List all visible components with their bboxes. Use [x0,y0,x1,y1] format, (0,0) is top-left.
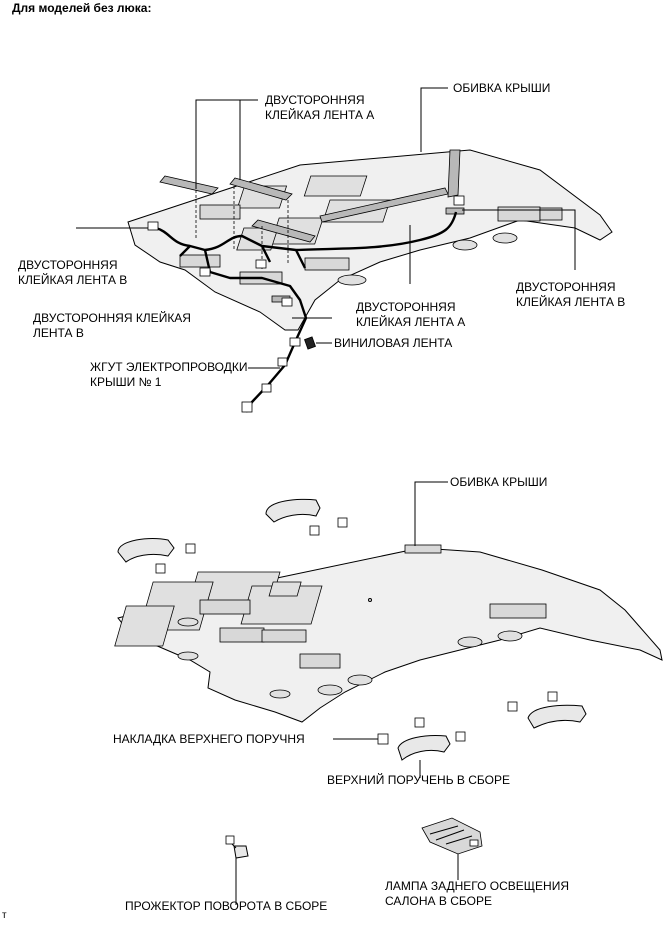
assist-grip-front-right [265,498,321,523]
label-line: ДВУСТОРОННЯЯ [265,93,365,107]
assist-grip-assembly [397,735,451,761]
label-line: ЖГУТ ЭЛЕКТРОПРОВОДКИ [90,360,248,374]
label-tape-a-mid: ДВУСТОРОННЯЯ КЛЕЙКАЯ ЛЕНТА А [356,300,465,330]
corner-mark: т [2,910,7,921]
headliner-foam-strip [447,149,461,198]
page-heading: Для моделей без люка: [12,1,152,15]
roof-wire-harness [155,211,458,413]
label-grip-assembly: ВЕРХНИЙ ПОРУЧЕНЬ В СБОРЕ [327,773,511,787]
label-tape-b-lower: ДВУСТОРОННЯЯ КЛЕЙКАЯ ЛЕНТА В [33,311,191,341]
assist-grip-front-left [117,538,175,563]
label-tape-b-right: ДВУСТОРОННЯЯ КЛЕЙКАЯ ЛЕНТА В [516,280,625,310]
label-line: ЛЕНТА В [33,326,84,340]
assist-grip-cover [377,733,389,745]
spot-lamp-assembly [233,845,249,859]
label-tape-a-top: ДВУСТОРОННЯЯ КЛЕЙКАЯ ЛЕНТА А [265,93,374,123]
headliner-top-with-harness [76,87,613,413]
label-line: ДВУСТОРОННЯЯ [516,280,616,294]
label-roof-harness: ЖГУТ ЭЛЕКТРОПРОВОДКИ КРЫШИ № 1 [90,360,247,390]
label-line: КЛЕЙКАЯ ЛЕНТА В [516,295,626,309]
label-line: КЛЕЙКАЯ ЛЕНТА В [18,273,128,287]
vinyl-tape [304,336,316,350]
double-sided-tape-a-strip-3 [251,219,316,243]
headliner-bottom-assembly [114,481,663,905]
label-line: КРЫШИ № 1 [90,375,162,389]
rear-interior-lamp-assembly [421,817,483,855]
double-sided-tape-a-strip-1 [159,175,219,195]
label-tape-b-left: ДВУСТОРОННЯЯ КЛЕЙКАЯ ЛЕНТА В [18,258,127,288]
label-headliner-bottom: ОБИВКА КРЫШИ [450,475,548,489]
label-vinyl-tape: ВИНИЛОВАЯ ЛЕНТА [334,336,453,350]
label-rear-lamp: ЛАМПА ЗАДНЕГО ОСВЕЩЕНИЯ САЛОНА В СБОРЕ [385,879,569,909]
label-grip-cover: НАКЛАДКА ВЕРХНЕГО ПОРУЧНЯ [113,732,305,746]
label-spot-lamp: ПРОЖЕКТОР ПОВОРОТА В СБОРЕ [125,899,328,913]
label-headliner-top: ОБИВКА КРЫШИ [453,81,551,95]
double-sided-tape-a-strip-2 [229,177,293,201]
label-line: КЛЕЙКАЯ ЛЕНТА А [356,315,466,329]
label-line: ДВУСТОРОННЯЯ [18,258,118,272]
label-line: ДВУСТОРОННЯЯ КЛЕЙКАЯ [33,311,191,325]
label-line: ЛАМПА ЗАДНЕГО ОСВЕЩЕНИЯ [385,879,569,893]
label-line: САЛОНА В СБОРЕ [385,894,492,908]
assist-grip-rear-right [527,704,587,729]
label-line: ДВУСТОРОННЯЯ [356,300,456,314]
label-line: КЛЕЙКАЯ ЛЕНТА А [265,108,375,122]
